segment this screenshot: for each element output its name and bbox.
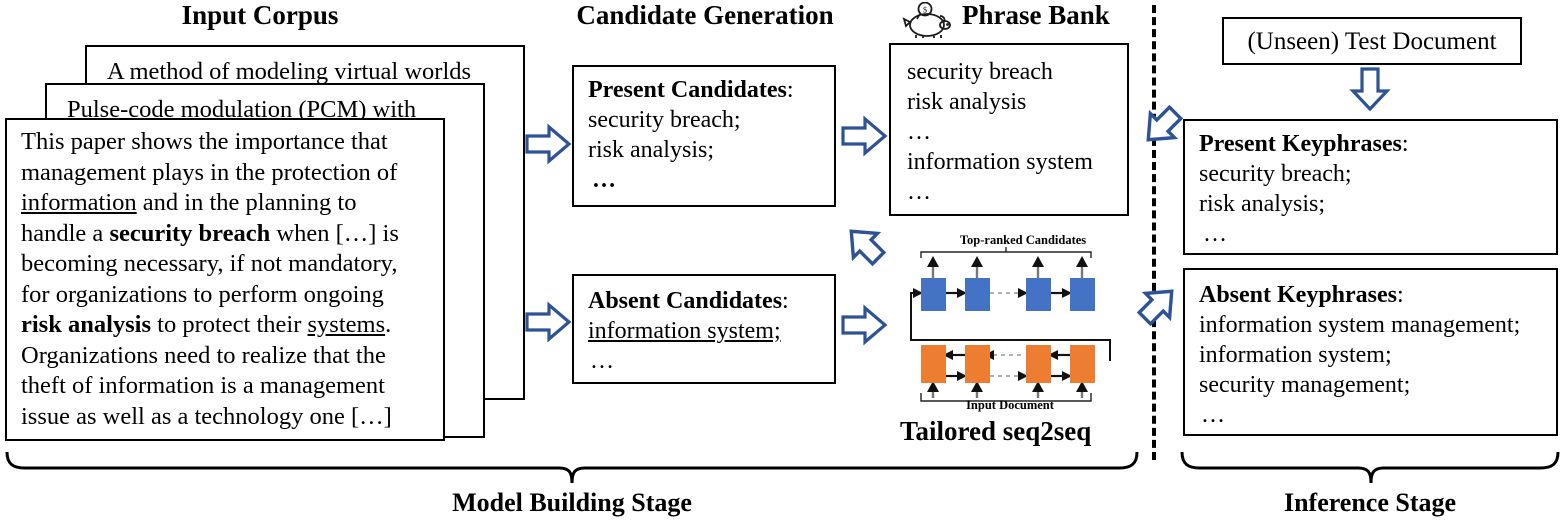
arrow-corpus-to-present-candidates [524, 122, 572, 166]
arrow-present-keyphrases-to-phrase-bank [1133, 101, 1189, 153]
corpus-document-front-line: risk analysis to protect their systems. [21, 310, 436, 341]
present-candidates-heading: Present Candidates: [588, 77, 794, 103]
seq2seq-bottom-label: Input Document [966, 398, 1054, 412]
arrow-absent-candidates-to-seq2seq [840, 303, 888, 347]
phrase-bank-title: Phrase Bank [962, 0, 1110, 30]
text-run-plain: handle a [21, 219, 110, 247]
model-building-stage-label: Model Building Stage [452, 488, 692, 517]
text-run-plain: issue as well as a technology one […] [21, 402, 392, 430]
text-run-plain: Organizations need to realize that the [21, 341, 386, 369]
absent-keyphrases-heading: Absent Keyphrases: [1199, 282, 1404, 308]
corpus-document-front: This paper shows the importance that mana… [5, 118, 445, 441]
corpus-document-front-line: for organizations to perform ongoing [21, 280, 436, 311]
corpus-document-front-line: becoming necessary, if not mandatory, [21, 249, 436, 280]
input-corpus-title: Input Corpus [181, 0, 339, 30]
absent-keyphrases-ellipsis: … [1201, 402, 1225, 428]
seq2seq-diagram: Top-ranked Candidates [905, 233, 1145, 413]
arrow-test-document-to-present-keyphrases [1348, 66, 1392, 112]
absent-keyphrase-item: information system management; [1199, 312, 1521, 338]
text-run-underline: information [21, 189, 137, 216]
encoder-cell [921, 345, 946, 383]
svg-text:$: $ [923, 6, 927, 15]
piggy-bank-icon: $ [896, 2, 960, 38]
phrase-bank-entry: risk analysis [907, 89, 1027, 115]
present-candidate-item: security breach; [588, 107, 741, 133]
corpus-document-front-line: Organizations need to realize that the [21, 341, 436, 372]
present-keyphrases-box: Present Keyphrases: security breach; ris… [1183, 119, 1558, 255]
phrase-bank-entry: … [907, 119, 931, 145]
absent-candidates-heading: Absent Candidates: [588, 288, 789, 314]
corpus-document-front-line: information and in the planning to [21, 188, 436, 219]
absent-candidates-ellipsis: … [590, 348, 614, 374]
arrow-seq2seq-to-absent-keyphrases [1131, 278, 1187, 330]
decoder-cell [965, 278, 990, 311]
candidate-generation-title: Candidate Generation [576, 0, 834, 30]
present-candidates-box: Present Candidates: security breach; ris… [572, 65, 836, 207]
absent-keyphrases-box: Absent Keyphrases: information system ma… [1183, 268, 1558, 436]
encoder-cell [965, 345, 990, 383]
test-document-box: (Unseen) Test Document [1222, 17, 1522, 65]
absent-keyphrase-item: security management; [1199, 372, 1411, 398]
corpus-document-front-line: This paper shows the importance that [21, 127, 436, 158]
seq2seq-graph [910, 247, 1111, 406]
inference-brace [1178, 450, 1562, 486]
text-run-plain: to protect their [151, 311, 308, 338]
present-keyphrase-item: security breach; [1199, 161, 1352, 187]
decoder-cell [1026, 278, 1051, 311]
text-run-plain: management plays in the protection of [21, 158, 398, 186]
absent-keyphrase-item: information system; [1199, 342, 1392, 368]
present-keyphrase-item: risk analysis; [1199, 191, 1325, 217]
corpus-document-front-line: management plays in the protection of [21, 158, 436, 189]
text-run-plain: and in the planning to [136, 189, 357, 216]
phrase-bank-entry: security breach [907, 59, 1053, 85]
text-run-plain: . [385, 311, 392, 338]
decoder-cell [921, 278, 946, 311]
present-candidates-ellipsis: … [592, 167, 616, 193]
text-run-plain: for organizations to perform ongoing [21, 280, 384, 308]
corpus-document-front-text: This paper shows the importance that mana… [21, 127, 436, 432]
present-keyphrases-heading: Present Keyphrases: [1199, 131, 1409, 157]
corpus-document-front-line: handle a security breach when […] is [21, 219, 436, 250]
stage-divider [1152, 5, 1156, 460]
arrow-present-candidates-to-phrase-bank [840, 114, 888, 158]
phrase-bank-entry: … [907, 179, 931, 205]
seq2seq-top-label: Top-ranked Candidates [959, 233, 1087, 247]
present-keyphrases-ellipsis: … [1203, 221, 1227, 247]
text-run-plain: theft of information is a management [21, 372, 385, 399]
phrase-bank-box: security breach risk analysis … informat… [889, 43, 1129, 216]
inference-stage-label: Inference Stage [1283, 488, 1457, 517]
text-run-bold: security breach [109, 219, 271, 247]
text-run-underline: systems [307, 311, 386, 338]
corpus-document-front-line: issue as well as a technology one […] [21, 402, 436, 433]
test-document-label: (Unseen) Test Document [1247, 28, 1497, 55]
absent-candidate-item: information system; [588, 318, 781, 344]
decoder-cell [1070, 278, 1095, 311]
text-run-plain: becoming necessary, if not mandatory, [21, 250, 398, 277]
corpus-document-front-line: theft of information is a management [21, 371, 436, 402]
text-run-bold: risk analysis [21, 311, 152, 338]
text-run-plain: This paper shows the importance that [21, 128, 388, 155]
arrow-phrase-bank-to-absent-candidates [836, 218, 892, 270]
arrow-corpus-to-absent-candidates [524, 300, 572, 344]
present-candidate-item: risk analysis; [588, 137, 714, 163]
corpus-document-back-text: A method of modeling virtual worlds [107, 58, 472, 85]
encoder-cell [1070, 345, 1095, 383]
model-building-brace [3, 450, 1141, 486]
absent-candidates-box: Absent Candidates: information system; … [572, 274, 836, 384]
text-run-plain: when […] is [270, 219, 399, 247]
tailored-seq2seq-title: Tailored seq2seq [900, 416, 1092, 446]
encoder-cell [1026, 345, 1051, 383]
phrase-bank-entry: information system [907, 149, 1093, 175]
